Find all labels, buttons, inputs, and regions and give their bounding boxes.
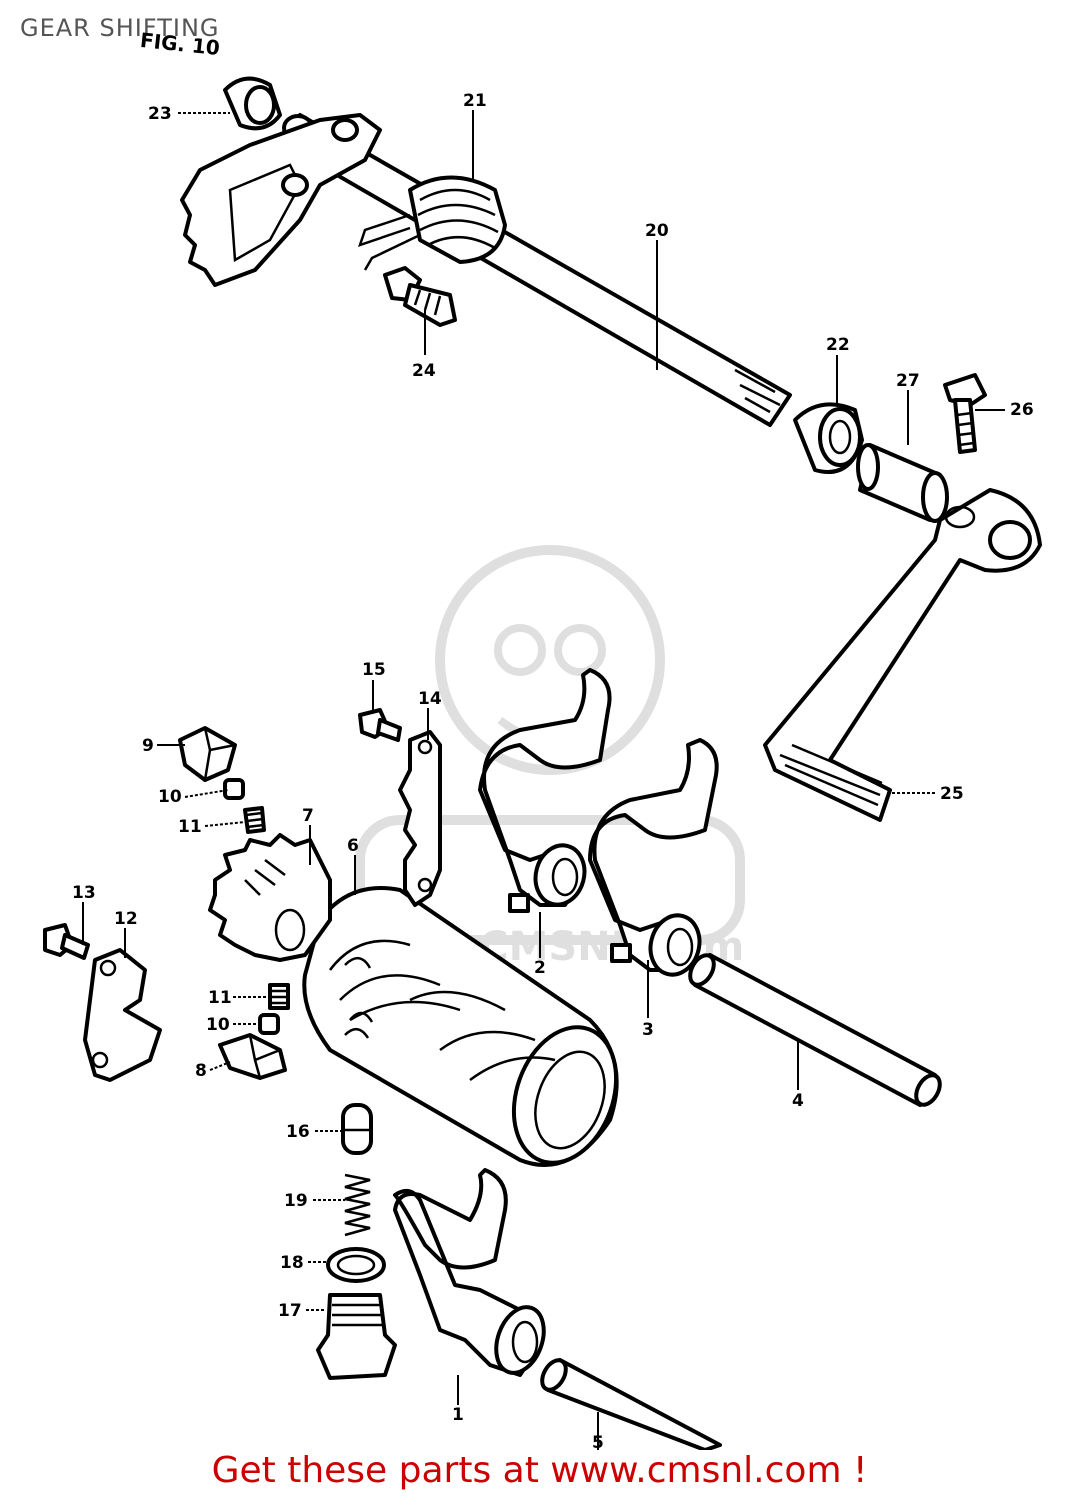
- part-17-neutral-switch-plug[interactable]: [316, 1293, 397, 1380]
- callout-23: 23: [148, 104, 172, 124]
- part-19-spring[interactable]: [344, 1173, 371, 1237]
- callout-8: 8: [195, 1061, 207, 1081]
- callout-10b: 10: [206, 1015, 230, 1035]
- part-8-stopper[interactable]: [218, 1033, 287, 1080]
- callout-1: 1: [452, 1405, 464, 1425]
- leader-lines: [82, 110, 1005, 1450]
- part-9-stopper[interactable]: [178, 726, 237, 782]
- part-10-pin-upper[interactable]: [223, 778, 245, 800]
- part-26-bolt[interactable]: [943, 373, 987, 454]
- callout-7: 7: [302, 806, 314, 826]
- part-27-sleeve[interactable]: [856, 443, 949, 523]
- callout-11a: 11: [178, 817, 202, 837]
- part-14-cam-stopper-plate[interactable]: [398, 730, 442, 907]
- part-11-spring-upper[interactable]: [243, 806, 266, 834]
- callout-26: 26: [1010, 400, 1034, 420]
- part-10-pin-lower[interactable]: [258, 1013, 280, 1035]
- callout-5: 5: [592, 1433, 604, 1450]
- part-11-spring-lower[interactable]: [268, 983, 290, 1010]
- callout-27: 27: [896, 371, 920, 391]
- callout-13: 13: [72, 883, 96, 903]
- callout-9: 9: [142, 736, 154, 756]
- part-1-gearshift-fork[interactable]: [393, 1168, 552, 1379]
- callout-15: 15: [362, 660, 386, 680]
- exploded-parts-diagram: 23 21 20 22 27 26 24 25 15 14 9 10 11 7 …: [43, 76, 1042, 1450]
- callout-19: 19: [284, 1191, 308, 1211]
- part-16-neutral-contact[interactable]: [341, 1103, 373, 1155]
- part-13-bolt[interactable]: [43, 923, 90, 960]
- part-7-cam-driven-gear[interactable]: [208, 833, 332, 962]
- part-24-stopper-bolt[interactable]: [383, 266, 457, 327]
- callout-14: 14: [418, 689, 442, 709]
- callout-17: 17: [278, 1301, 302, 1321]
- part-22-bearing[interactable]: [793, 402, 864, 474]
- callout-24: 24: [412, 361, 436, 381]
- part-2-gearshift-fork[interactable]: [478, 668, 612, 913]
- part-12-stopper-plate[interactable]: [83, 948, 162, 1082]
- part-25-gearshift-lever[interactable]: [763, 488, 1042, 822]
- callout-4: 4: [792, 1091, 804, 1111]
- callout-2: 2: [534, 958, 546, 978]
- callout-labels: 23 21 20 22 27 26 24 25 15 14 9 10 11 7 …: [72, 91, 1034, 1450]
- part-23-collar[interactable]: [223, 76, 282, 131]
- part-shift-arm-plate[interactable]: [180, 113, 382, 287]
- callout-6: 6: [347, 836, 359, 856]
- callout-3: 3: [642, 1020, 654, 1040]
- callout-10a: 10: [158, 787, 182, 807]
- callout-16: 16: [286, 1122, 310, 1142]
- part-18-o-ring[interactable]: [326, 1247, 386, 1283]
- callout-11b: 11: [208, 988, 232, 1008]
- callout-22: 22: [826, 335, 850, 355]
- part-21-return-spring[interactable]: [358, 175, 507, 271]
- part-5-fork-shaft[interactable]: [537, 1356, 722, 1450]
- part-3-gearshift-fork[interactable]: [588, 738, 719, 980]
- callout-18: 18: [280, 1253, 304, 1273]
- page-title: GEAR SHIFTING: [20, 14, 220, 42]
- callout-12: 12: [114, 909, 138, 929]
- callout-25: 25: [940, 784, 964, 804]
- callout-20: 20: [645, 221, 669, 241]
- callout-21: 21: [463, 91, 487, 111]
- part-15-screw[interactable]: [358, 708, 402, 742]
- part-6-gearshift-cam[interactable]: [302, 886, 634, 1177]
- part-4-fork-shaft[interactable]: [685, 951, 944, 1109]
- promo-banner-link[interactable]: Get these parts at www.cmsnl.com !: [211, 1450, 868, 1491]
